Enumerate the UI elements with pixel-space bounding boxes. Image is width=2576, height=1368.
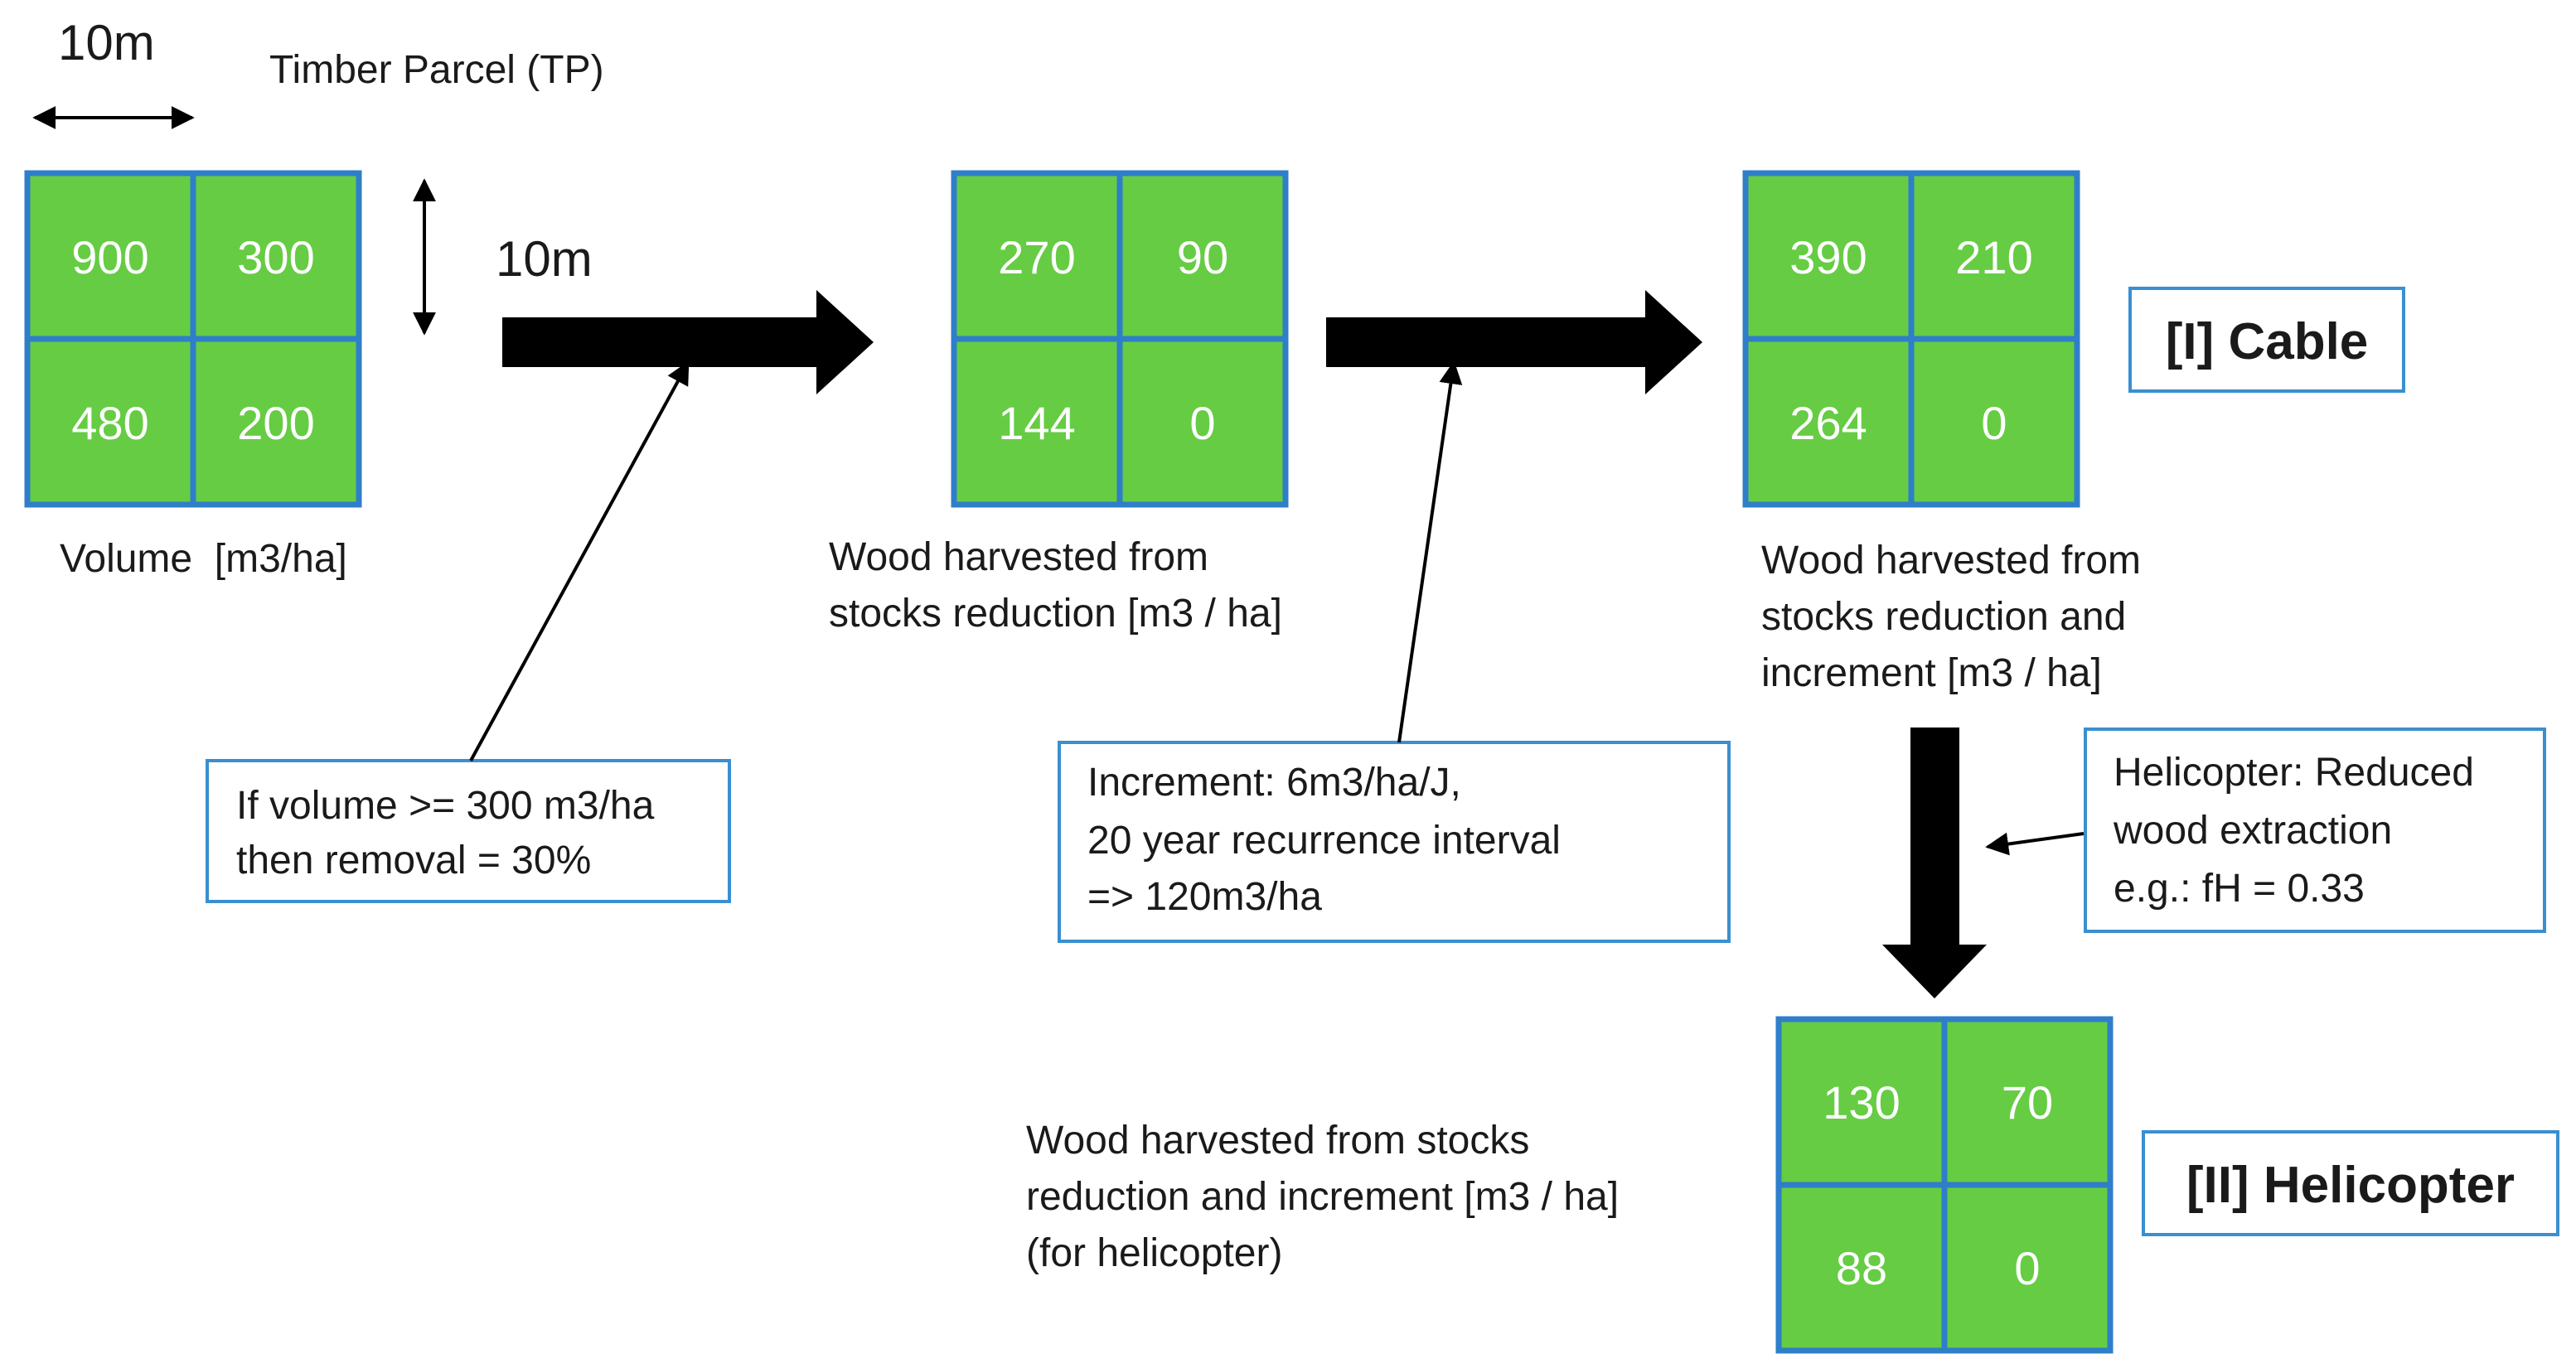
helicopter-note-line: Helicopter: Reduced <box>2114 751 2474 795</box>
removal-note-line: then removal = 30% <box>236 839 591 882</box>
grid-cell: 900 <box>71 231 148 283</box>
cable-grid: 390 210 264 0 <box>1742 170 2080 508</box>
grid-cell: 300 <box>237 231 314 283</box>
helicopter-note-box <box>2084 728 2546 933</box>
grid-cell: 0 <box>1981 397 2007 449</box>
stocks-grid: 270 90 144 0 <box>951 170 1289 508</box>
helicopter-grid: 130 70 88 0 <box>1775 1016 2114 1354</box>
grid-cell: 210 <box>1955 231 2032 283</box>
cable-caption-line: stocks reduction and <box>1761 595 2126 639</box>
grid-cell: 88 <box>1836 1242 1887 1294</box>
helicopter-note-line: wood extraction <box>2113 809 2392 853</box>
helicopter-caption-line: reduction and increment [m3 / ha] <box>1026 1175 1619 1219</box>
arrow-cable-to-helicopter <box>1882 728 1987 998</box>
grid-cell: 130 <box>1823 1076 1900 1129</box>
cable-caption-line: Wood harvested from <box>1761 539 2141 582</box>
increment-note-line: => 120m3/ha <box>1087 875 1322 919</box>
grid-cell: 0 <box>2014 1242 2040 1294</box>
increment-note-line: 20 year recurrence interval <box>1087 819 1561 863</box>
grid-cell: 90 <box>1177 231 1228 283</box>
parcel-label: Timber Parcel (TP) <box>269 48 604 92</box>
helicopter-caption-line: Wood harvested from stocks <box>1026 1119 1529 1163</box>
helicopter-note-line: e.g.: fH = 0.33 <box>2114 867 2365 911</box>
removal-note-line: If volume >= 300 m3/ha <box>236 784 655 828</box>
arrow-stocks-to-cable <box>1326 290 1702 394</box>
width-dimension-label: 10m <box>58 15 155 70</box>
grid-cell: 144 <box>998 397 1075 449</box>
grid-cell: 200 <box>237 397 314 449</box>
grid-cell: 270 <box>998 231 1075 283</box>
grid-cell: 390 <box>1789 231 1867 283</box>
helicopter-method-label: [II] Helicopter <box>2186 1157 2515 1214</box>
removal-note-pointer <box>469 360 690 761</box>
grid-cell: 0 <box>1189 397 1215 449</box>
arrow-volume-to-stocks <box>502 290 874 394</box>
increment-note-box <box>1058 741 1731 943</box>
cable-method-box <box>2128 287 2405 393</box>
stocks-caption-line: stocks reduction [m3 / ha] <box>829 592 1282 636</box>
increment-note-line: Increment: 6m3/ha/J, <box>1087 761 1461 805</box>
stocks-caption-line: Wood harvested from <box>829 535 1208 579</box>
removal-note-box <box>206 759 731 903</box>
helicopter-method-box <box>2142 1130 2559 1236</box>
helicopter-note-pointer <box>1985 832 2085 856</box>
grid-cell: 70 <box>2002 1076 2053 1129</box>
grid-cell: 264 <box>1789 397 1867 449</box>
cable-method-label: [I] Cable <box>2166 313 2369 370</box>
helicopter-caption-line: (for helicopter) <box>1026 1231 1282 1275</box>
increment-note-pointer <box>1397 360 1463 743</box>
height-dimension-label: 10m <box>496 231 593 287</box>
volume-grid: 900 300 480 200 <box>24 170 362 508</box>
cable-caption-line: increment [m3 / ha] <box>1761 651 2102 695</box>
grid-cell: 480 <box>71 397 148 449</box>
volume-caption: Volume [m3/ha] <box>60 537 347 581</box>
